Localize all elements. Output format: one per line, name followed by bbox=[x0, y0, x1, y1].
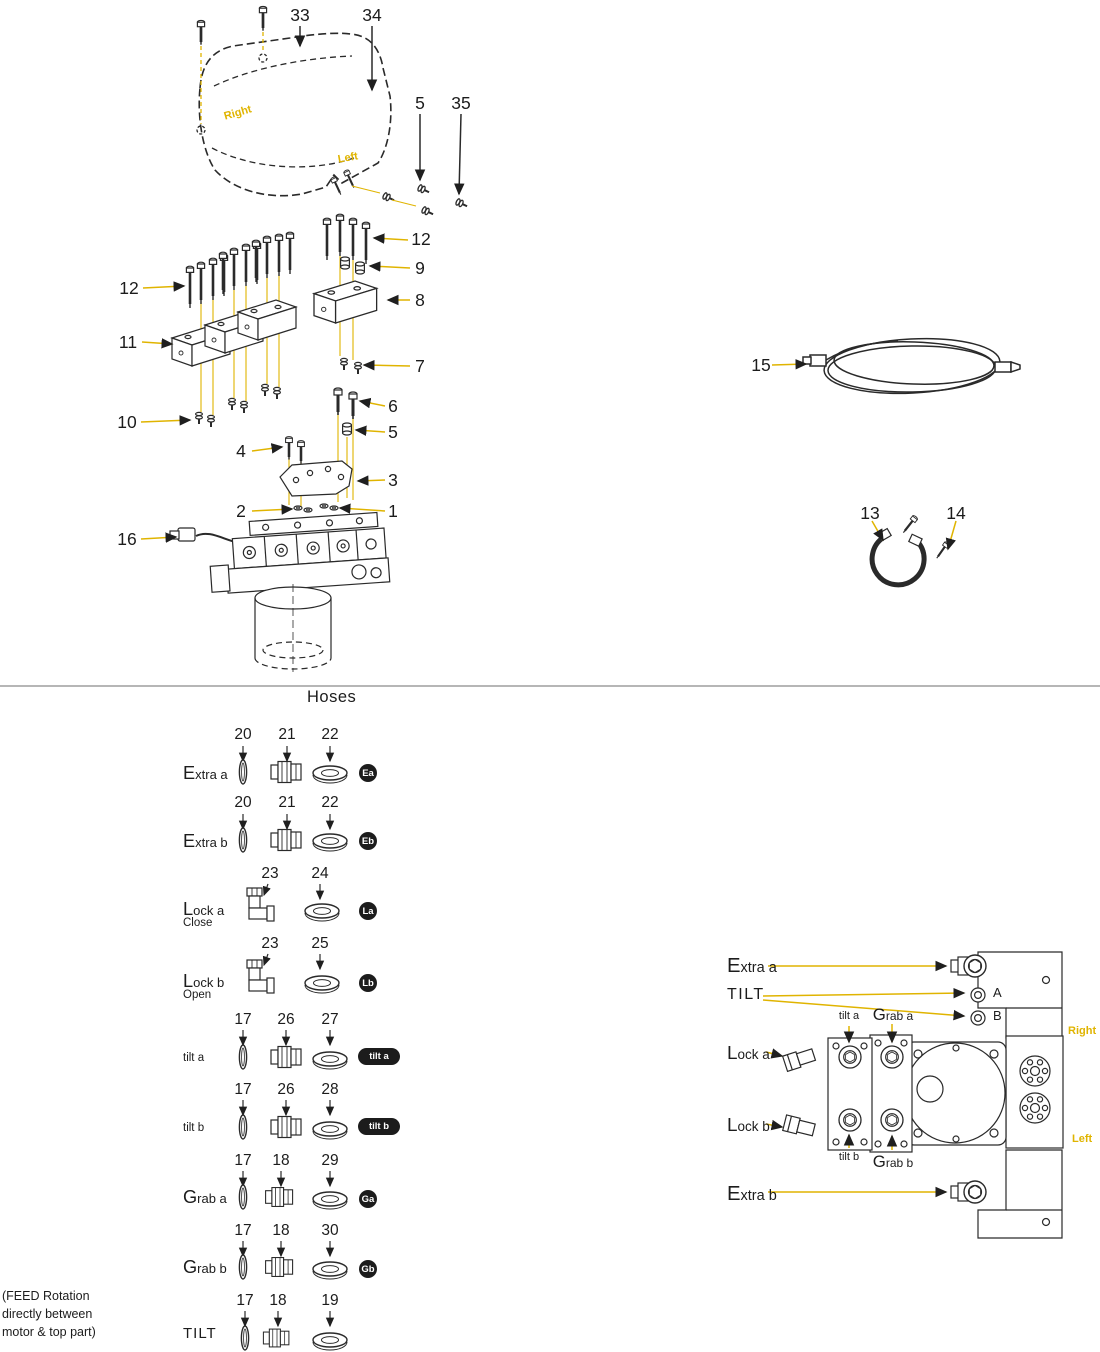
part-26: 26 bbox=[277, 1081, 295, 1098]
part-19: 19 bbox=[321, 1292, 339, 1309]
part-23: 23 bbox=[261, 935, 279, 952]
hose-row-label-grab-b: Grab b bbox=[183, 1257, 227, 1277]
callout-4: 4 bbox=[236, 441, 246, 461]
callout-5-top: 5 bbox=[415, 93, 425, 113]
badge-ga: Ga bbox=[359, 1190, 377, 1208]
part-17: 17 bbox=[236, 1292, 254, 1309]
part-22: 22 bbox=[321, 726, 339, 743]
hose-row-label-grab-a: Grab a bbox=[183, 1187, 227, 1207]
rotator-assembly bbox=[762, 951, 1064, 1239]
callout-10: 10 bbox=[117, 412, 137, 432]
badge-lb: Lb bbox=[359, 974, 377, 992]
part-25: 25 bbox=[311, 935, 329, 952]
part-26: 26 bbox=[277, 1011, 295, 1028]
badge-gb: Gb bbox=[359, 1260, 377, 1278]
part-18: 18 bbox=[272, 1222, 290, 1239]
part-23: 23 bbox=[261, 865, 279, 882]
manifold-right-label: Right bbox=[1068, 1025, 1097, 1037]
hose-row-label-extra-a: Extra a bbox=[183, 763, 228, 783]
manifold-label-grab-b: Grab b bbox=[872, 1152, 914, 1171]
hose-row-label-tilt-a: tilt a bbox=[183, 1052, 205, 1064]
hose-row-label-lock-b: Lock b bbox=[183, 971, 225, 991]
callout-6: 6 bbox=[388, 396, 398, 416]
manifold-label-tilt-b: tilt b bbox=[838, 1151, 860, 1163]
part-28: 28 bbox=[321, 1081, 339, 1098]
callout-14: 14 bbox=[946, 503, 966, 523]
top-cover bbox=[196, 5, 470, 219]
callout-15: 15 bbox=[751, 355, 771, 375]
manifold-label-extra-a: Extra a bbox=[727, 955, 777, 977]
feed-note-line-3: motor & top part) bbox=[2, 1325, 96, 1339]
top-plate-group bbox=[279, 386, 359, 513]
part-18: 18 bbox=[272, 1152, 290, 1169]
part-20: 20 bbox=[234, 726, 252, 743]
part-17: 17 bbox=[234, 1011, 252, 1028]
hose-coil bbox=[802, 337, 1021, 395]
callout-9: 9 bbox=[415, 258, 425, 278]
part-21: 21 bbox=[278, 794, 296, 811]
callout-2: 2 bbox=[236, 501, 246, 521]
manifold-label-extra-b: Extra b bbox=[727, 1183, 777, 1205]
main-valve-assembly bbox=[169, 511, 391, 672]
callout-3: 3 bbox=[388, 470, 398, 490]
callout-5-mid: 5 bbox=[388, 422, 398, 442]
callout-34: 34 bbox=[362, 5, 382, 25]
badge-ea: Ea bbox=[359, 764, 377, 782]
callout-1: 1 bbox=[388, 501, 398, 521]
leader-lines bbox=[140, 26, 957, 551]
callout-12-left: 12 bbox=[119, 278, 139, 298]
manifold-port-b: B bbox=[993, 1008, 1002, 1023]
part-20: 20 bbox=[234, 794, 252, 811]
hose-number-arrows bbox=[238, 746, 335, 1328]
part-24: 24 bbox=[311, 865, 329, 882]
part-17: 17 bbox=[234, 1152, 252, 1169]
badge-eb: Eb bbox=[359, 832, 377, 850]
manifold-label-lock-b: Lock b bbox=[727, 1115, 770, 1136]
part-29: 29 bbox=[321, 1152, 339, 1169]
clamp-group bbox=[869, 513, 951, 588]
feed-note-line-2: directly between bbox=[2, 1307, 93, 1321]
callout-16: 16 bbox=[117, 529, 137, 549]
part-21: 21 bbox=[278, 726, 296, 743]
manifold-label-lock-a: Lock a bbox=[727, 1043, 770, 1064]
callout-33: 33 bbox=[290, 5, 310, 25]
part-30: 30 bbox=[321, 1222, 339, 1239]
hose-row-sub-lock-a: Close bbox=[183, 917, 213, 929]
hose-row-label-extra-b: Extra b bbox=[183, 831, 228, 851]
part-18: 18 bbox=[269, 1292, 287, 1309]
callout-12-right: 12 bbox=[411, 229, 431, 249]
manifold-label-tilt: TILT bbox=[727, 986, 765, 1003]
hose-row-sub-lock-b: Open bbox=[183, 989, 212, 1001]
valve-blocks-left bbox=[171, 230, 297, 428]
badge-tilt-b: tilt b bbox=[358, 1118, 400, 1135]
hose-fittings bbox=[238, 746, 348, 1351]
manifold-port-a: A bbox=[993, 985, 1002, 1000]
manifold-leader-lines bbox=[762, 960, 966, 1198]
manifold-label-grab-a: Grab a bbox=[872, 1005, 914, 1024]
valve-block-8 bbox=[313, 212, 378, 375]
badge-tilt-a: tilt a bbox=[358, 1048, 400, 1065]
manifold-label-tilt-a: tilt a bbox=[838, 1010, 860, 1022]
feed-note-line-1: (FEED Rotation bbox=[2, 1289, 90, 1303]
hose-row-label-tilt: TILT bbox=[183, 1325, 217, 1342]
callout-11: 11 bbox=[118, 332, 138, 352]
hose-row-label-lock-a: Lock a bbox=[183, 899, 225, 919]
part-27: 27 bbox=[321, 1011, 339, 1028]
callout-13: 13 bbox=[860, 503, 880, 523]
callout-8: 8 bbox=[415, 290, 425, 310]
callout-35: 35 bbox=[451, 93, 471, 113]
badge-la: La bbox=[359, 902, 377, 920]
part-17: 17 bbox=[234, 1081, 252, 1098]
callout-7: 7 bbox=[415, 356, 425, 376]
manifold-left-label: Left bbox=[1072, 1133, 1093, 1145]
part-17: 17 bbox=[234, 1222, 252, 1239]
part-22: 22 bbox=[321, 794, 339, 811]
hoses-title: Hoses bbox=[307, 688, 357, 706]
hose-row-label-tilt-b: tilt b bbox=[183, 1122, 205, 1134]
